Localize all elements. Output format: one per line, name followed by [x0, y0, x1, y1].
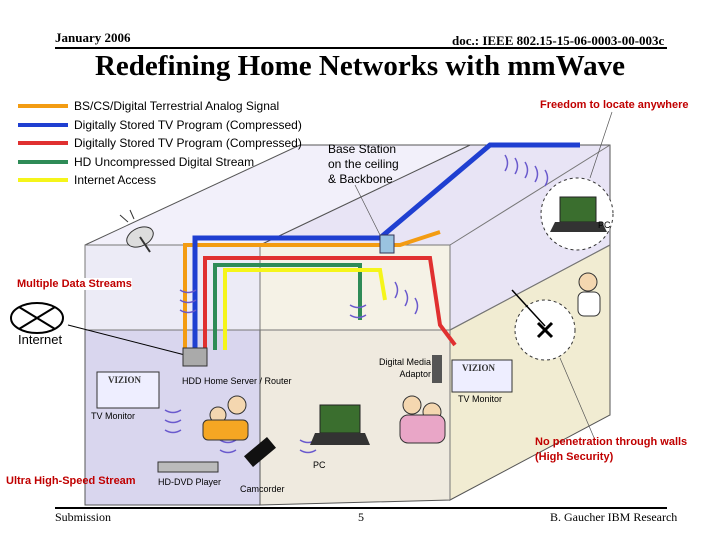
base-station-label-3: & Backbone	[328, 172, 393, 186]
pc-top-label: PC	[598, 220, 611, 230]
legend-item-3: Digitally Stored TV Program (Compressed)	[74, 136, 302, 150]
tv-monitor-left-icon	[96, 371, 160, 409]
internet-label: Internet	[18, 332, 63, 347]
satellite-dish-icon	[119, 209, 154, 253]
family-icon	[202, 395, 249, 441]
digital-media-adaptor-icon	[432, 355, 442, 383]
ultra-stream-label: Ultra High-Speed Stream	[6, 475, 136, 487]
person-icon	[577, 272, 601, 317]
stream-red	[203, 256, 457, 350]
freedom-label: Freedom to locate anywhere	[540, 99, 689, 111]
multiple-streams-label: Multiple Data Streams	[17, 278, 132, 290]
base-station-label-1: Base Station	[328, 142, 397, 156]
footer-page-number: 5	[358, 510, 364, 524]
stream-green	[213, 263, 362, 350]
header-date: January 2006	[55, 30, 131, 45]
internet-link	[67, 324, 186, 356]
header-rule	[55, 47, 667, 49]
hdd-server-label: HDD Home Server / Router	[182, 376, 292, 386]
laptop-top-icon	[550, 196, 607, 232]
tv-monitor-right-label: TV Monitor	[458, 394, 503, 404]
footer-author: B. Gaucher IBM Research	[550, 510, 678, 524]
page-title: Redefining Home Networks with mmWave	[94, 50, 625, 82]
pc-bottom-label: PC	[313, 460, 326, 470]
stream-yellow	[223, 268, 387, 350]
legend-line-red	[18, 141, 68, 145]
no-penetration-label-2: (High Security)	[535, 451, 614, 463]
legend-item-5: Internet Access	[74, 173, 157, 187]
legend-item-1: BS/CS/Digital Terrestrial Analog Signal	[74, 99, 280, 113]
tv-brand-left: VIZION	[108, 375, 142, 385]
base-station-label-2: on the ceiling	[328, 157, 399, 171]
no-penetration-label-1: No penetration through walls	[535, 436, 688, 448]
hd-dvd-player-icon	[157, 461, 219, 473]
tv-monitor-right-icon	[451, 359, 513, 393]
camcorder-icon	[244, 436, 276, 468]
hd-dvd-label: HD-DVD Player	[158, 477, 222, 487]
blocked-arrow	[511, 289, 546, 327]
legend-line-green	[18, 160, 68, 164]
header-doc-id: doc.: IEEE 802.15-15-06-0003-00-003c	[452, 33, 665, 48]
legend-item-4: HD Uncompressed Digital Stream	[74, 155, 255, 169]
left-room	[84, 329, 261, 506]
legend-line-blue	[18, 123, 68, 127]
laptop-bottom-icon	[310, 404, 370, 445]
tv-monitor-left-label: TV Monitor	[91, 411, 136, 421]
wireless-waves	[164, 154, 549, 454]
digital-media-label-1: Digital Media	[378, 357, 431, 367]
legend-item-2: Digitally Stored TV Program (Compressed)	[74, 118, 302, 132]
tv-brand-right: VIZION	[462, 363, 496, 373]
hdd-server-icon	[182, 347, 208, 367]
digital-media-label-2: Adaptor	[399, 369, 431, 379]
base-station-node	[379, 234, 395, 254]
mother-baby-icon	[399, 395, 446, 444]
camcorder-label: Camcorder	[240, 484, 285, 494]
internet-globe-icon	[10, 302, 64, 334]
legend-line-orange	[18, 104, 68, 108]
legend-line-yellow	[18, 178, 68, 182]
footer-submission: Submission	[55, 510, 112, 524]
footer-rule	[55, 507, 667, 509]
stream-orange	[183, 230, 441, 350]
